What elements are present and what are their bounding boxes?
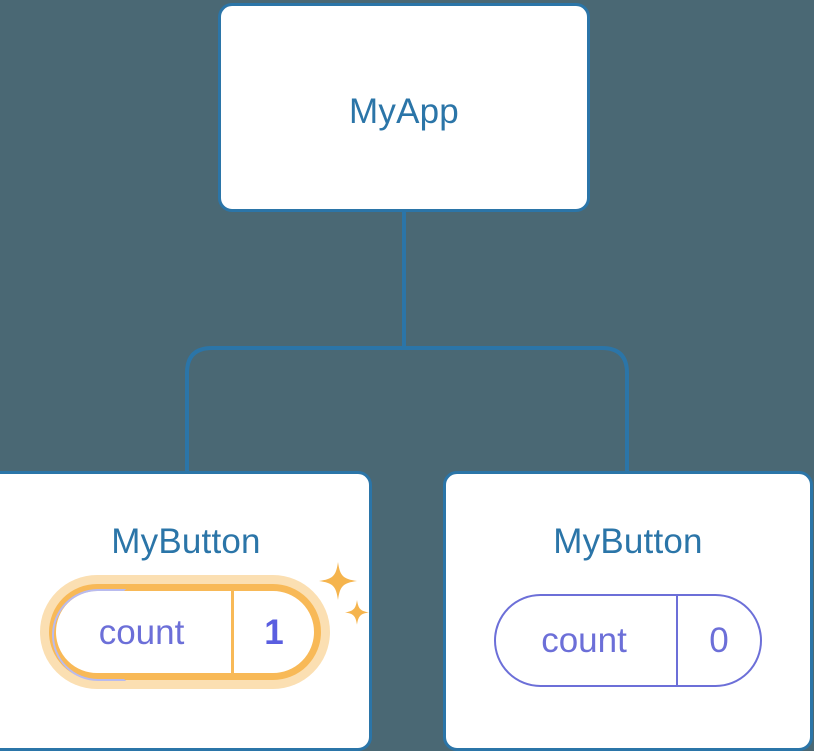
- state-pill-body[interactable]: count 1: [49, 584, 321, 680]
- state-pill-left[interactable]: count 1: [40, 575, 330, 689]
- diagram-canvas: MyApp MyButton count 1 MyButton count 0: [0, 3, 813, 751]
- state-value-label: 0: [709, 621, 729, 660]
- component-card-myapp[interactable]: MyApp: [218, 3, 590, 212]
- component-title: MyButton: [111, 522, 261, 561]
- state-pill-right[interactable]: count 0: [494, 594, 762, 687]
- state-key-label: count: [541, 621, 627, 660]
- state-value-label: 1: [264, 612, 284, 652]
- state-pill-glow-ring: count 1: [40, 575, 330, 689]
- state-key-label: count: [98, 612, 185, 652]
- edge-branch-bar: [185, 346, 629, 471]
- state-pill-divider: [676, 596, 678, 685]
- state-pill-divider: [231, 591, 234, 673]
- state-pill-body[interactable]: count 0: [494, 594, 762, 687]
- component-title: MyButton: [553, 522, 703, 561]
- component-title: MyApp: [349, 92, 459, 131]
